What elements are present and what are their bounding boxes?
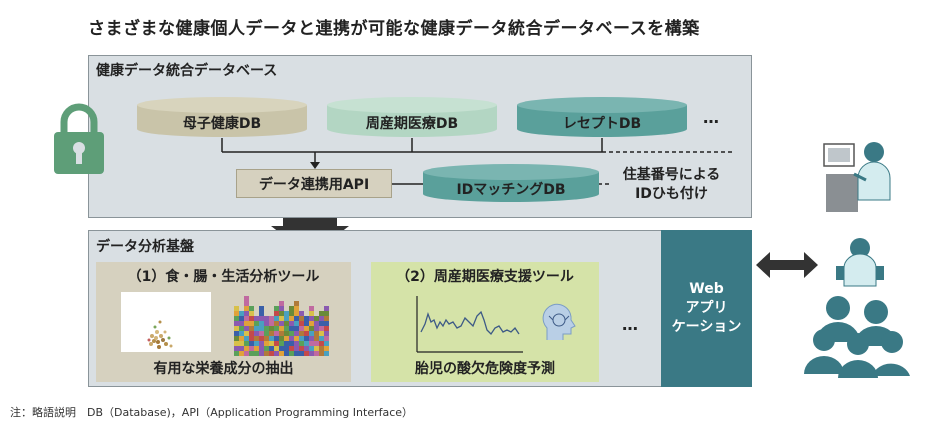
doctor-icon — [823, 142, 891, 212]
tools-ellipsis: … — [622, 315, 639, 334]
db-label-maternal: 母子健康DB — [182, 116, 262, 132]
db-label-receipt: レセプトDB — [562, 116, 642, 132]
scatter-plot-thumbnail — [121, 292, 211, 352]
web-line-3: ケーション — [671, 319, 742, 335]
integrated-db-title: 健康データ統合データベース — [96, 63, 278, 79]
analysis-platform-title: データ分析基盤 — [96, 239, 194, 255]
abbreviation-note: 注：略語説明 DB（Database)，API（Application Prog… — [10, 406, 414, 419]
tool-food-gut-life: （1）食・腸・生活分析ツール 有用な栄養成分の抽出 — [96, 262, 351, 382]
tool-2-title: （2）周産期医療支援ツール — [396, 269, 574, 285]
juki-line-1: 住基番号による — [622, 167, 721, 183]
db-cylinder-receipt: レセプトDB — [517, 97, 687, 137]
tool-1-caption: 有用な栄養成分の抽出 — [153, 361, 294, 377]
juki-id-linking-text: 住基番号による IDひも付け — [604, 166, 739, 204]
people-group-icon — [804, 296, 910, 378]
db-ellipsis: … — [703, 108, 720, 127]
line-chart-thumbnail — [416, 296, 523, 353]
data-link-api-box: データ連携用API — [236, 169, 392, 198]
db-cylinder-id-matching: IDマッチングDB — [423, 164, 599, 202]
web-application-box: Web アプリ ケーション — [661, 230, 752, 387]
juki-line-2: IDひも付け — [635, 186, 708, 202]
tool-1-title: （1）食・腸・生活分析ツール — [127, 269, 320, 285]
stacked-bar-heatmap-thumbnail — [234, 296, 329, 356]
diagram-title: さまざまな健康個人データと連携が可能な健康データ統合データベースを構築 — [88, 19, 700, 39]
web-line-2: アプリ — [685, 300, 728, 316]
db-cylinder-perinatal: 周産期医療DB — [327, 97, 497, 137]
db-label-id-matching: IDマッチングDB — [456, 182, 566, 198]
tool-perinatal-support: （2）周産期医療支援ツール 胎児の酸欠危険度予測 — [371, 262, 599, 382]
nurse-icon — [836, 238, 884, 287]
web-line-1: Web — [689, 281, 724, 297]
lock-icon — [54, 103, 104, 174]
ai-head-icon — [542, 303, 576, 340]
tool-2-caption: 胎児の酸欠危険度予測 — [415, 361, 555, 377]
db-label-perinatal: 周産期医療DB — [365, 116, 459, 132]
double-arrow-icon — [756, 252, 818, 278]
db-cylinder-maternal: 母子健康DB — [137, 97, 307, 137]
